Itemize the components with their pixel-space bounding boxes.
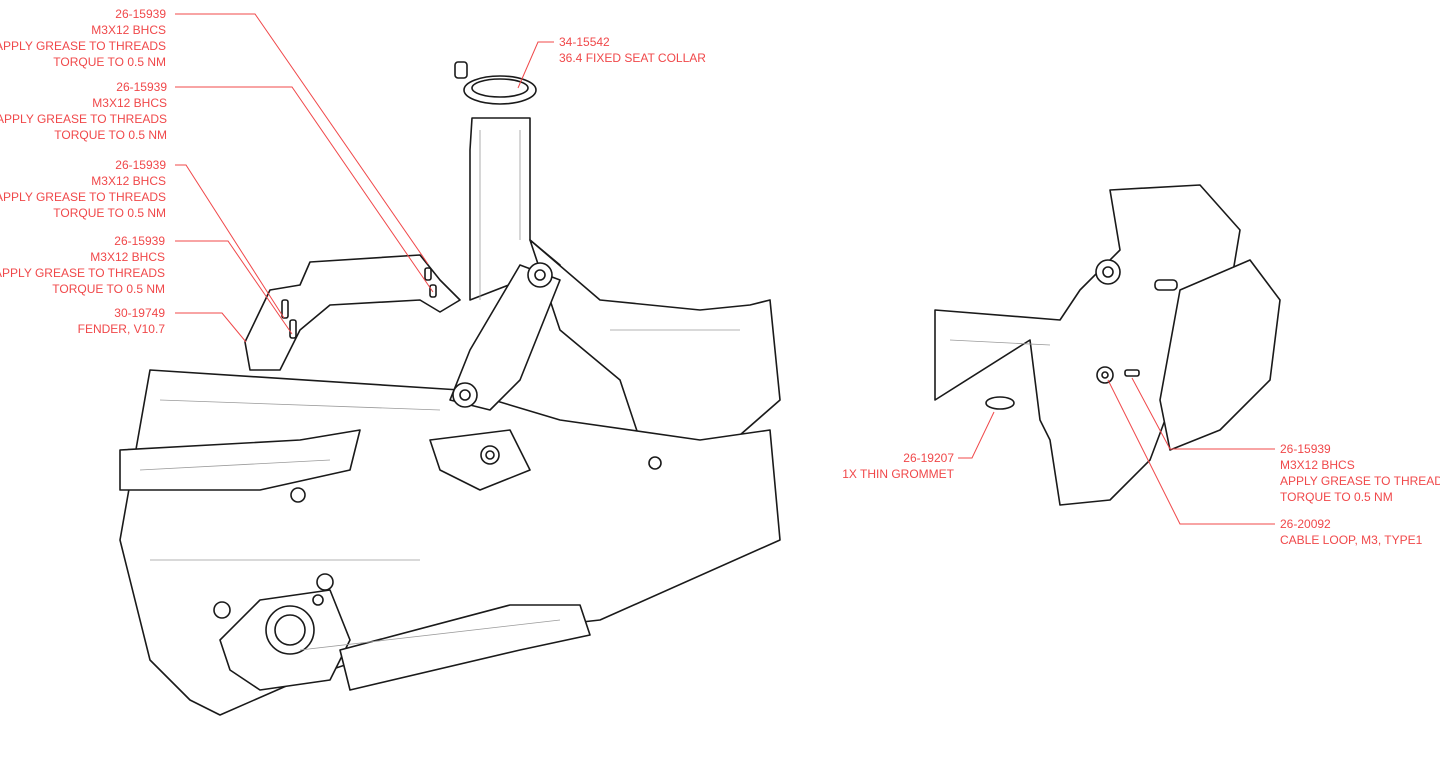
callout-cable-loop: 26-20092 CABLE LOOP, M3, TYPE1 (1280, 516, 1422, 548)
callout-line: TORQUE TO 0.5 NM (1280, 490, 1393, 504)
callout-line: FENDER, V10.7 (77, 322, 165, 336)
callout-fender-bolt-4: 26-15939 M3X12 BHCS APPLY GREASE TO THRE… (0, 233, 165, 297)
callout-line: M3X12 BHCS (90, 250, 165, 264)
chainstay (119, 429, 361, 491)
callout-fender-bolt-3: 26-15939 M3X12 BHCS APPLY GREASE TO THRE… (0, 157, 166, 221)
callout-line: TORQUE TO 0.5 NM (53, 206, 166, 220)
part-number: 26-15939 (1280, 442, 1331, 456)
part-number: 26-15939 (114, 234, 165, 248)
leader-line (1131, 377, 1275, 450)
part-number: 26-19207 (903, 451, 954, 465)
callout-line: M3X12 BHCS (91, 23, 166, 37)
part-number: 26-15939 (115, 158, 166, 172)
leader-line (175, 13, 429, 265)
callout-line: TORQUE TO 0.5 NM (53, 55, 166, 69)
leader-line (175, 86, 434, 293)
leader-line (958, 411, 995, 459)
callout-line: APPLY GREASE TO THREADS (0, 39, 166, 53)
grommet (985, 396, 1015, 410)
callout-line: M3X12 BHCS (91, 174, 166, 188)
leader-line (175, 312, 247, 343)
callout-line: APPLY GREASE TO THREADS (0, 190, 166, 204)
part-number: 26-15939 (116, 80, 167, 94)
callout-line: 36.4 FIXED SEAT COLLAR (559, 51, 706, 65)
detail-stay (1159, 259, 1281, 451)
callout-fender: 30-19749 FENDER, V10.7 (78, 305, 165, 337)
callout-cable-loop-bolt: 26-15939 M3X12 BHCS APPLY GREASE TO THRE… (1280, 441, 1440, 505)
lower-link (429, 429, 531, 491)
leader-line (175, 164, 285, 319)
part-number: 34-15542 (559, 35, 610, 49)
callout-line: 1X THIN GROMMET (842, 467, 954, 481)
seat-collar-bolt (454, 61, 468, 79)
callout-fender-bolt-1: 26-15939 M3X12 BHCS APPLY GREASE TO THRE… (0, 6, 166, 70)
callout-line: APPLY GREASE TO THREADS (0, 266, 165, 280)
callout-line: M3X12 BHCS (92, 96, 167, 110)
callout-fender-bolt-2: 26-15939 M3X12 BHCS APPLY GREASE TO THRE… (0, 79, 167, 143)
part-number: 26-15939 (115, 7, 166, 21)
callout-line: TORQUE TO 0.5 NM (54, 128, 167, 142)
callout-line: TORQUE TO 0.5 NM (52, 282, 165, 296)
fender (244, 254, 461, 371)
leader-line (1107, 379, 1275, 525)
leader-line (517, 41, 554, 89)
callout-line: APPLY GREASE TO THREADS (0, 112, 167, 126)
callout-grommet: 26-19207 1X THIN GROMMET (842, 450, 954, 482)
part-number: 30-19749 (114, 306, 165, 320)
skid-plate (339, 604, 591, 691)
rocker-link (449, 264, 561, 411)
leader-line (175, 240, 293, 335)
callout-seat-collar: 34-15542 36.4 FIXED SEAT COLLAR (559, 34, 706, 66)
callout-line: CABLE LOOP, M3, TYPE1 (1280, 533, 1423, 547)
top-tube (529, 239, 781, 471)
callout-line: M3X12 BHCS (1280, 458, 1355, 472)
callout-line: APPLY GREASE TO THREADS (1280, 474, 1440, 488)
part-number: 26-20092 (1280, 517, 1331, 531)
